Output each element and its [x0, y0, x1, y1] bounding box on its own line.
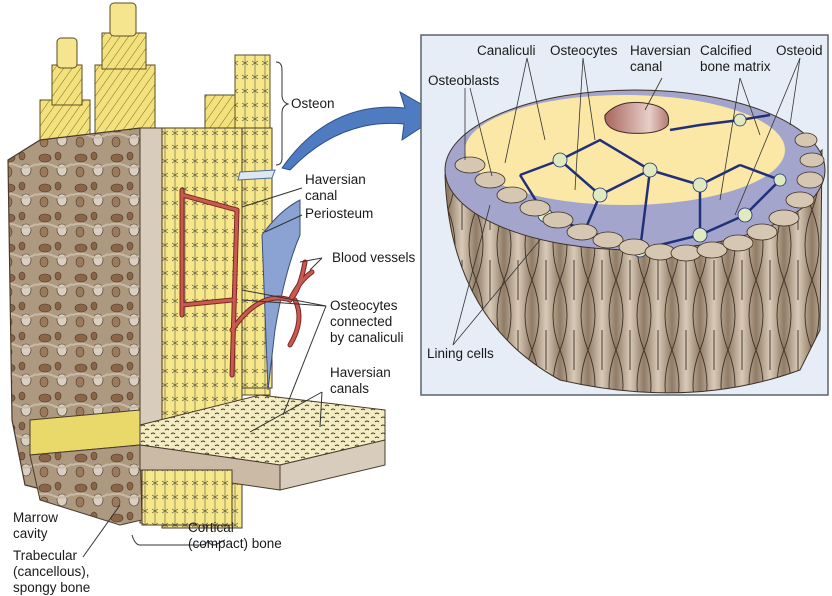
label-osteon: Osteon	[291, 96, 335, 111]
inset-label-lining-cells: Lining cells	[427, 346, 494, 361]
label-haversian-canals: Haversian canals	[330, 365, 391, 396]
inset-label-haversian-canal: Haversian canal	[630, 43, 691, 74]
label-periosteum: Periosteum	[305, 206, 374, 221]
inset-label-calcified-bone-matrix: Calcified bone matrix	[700, 43, 771, 74]
label-haversian-canal: Haversian canal	[305, 172, 366, 203]
inset-label-osteoblasts: Osteoblasts	[428, 73, 500, 88]
inset-label-osteoid: Osteoid	[776, 43, 823, 58]
periosteum	[261, 199, 301, 391]
label-cortical-bone: Cortical (compact) bone	[188, 520, 282, 551]
label-blood-vessels: Blood vessels	[332, 250, 416, 265]
microscopic-inset	[420, 34, 829, 396]
inset-label-osteocytes: Osteocytes	[550, 43, 618, 58]
label-marrow-cavity: Marrow cavity	[13, 510, 59, 541]
haversian-canal-inset	[604, 101, 670, 134]
label-osteocytes-connected: Osteocytes connected by canaliculi	[330, 298, 404, 345]
leader-lines	[82, 61, 327, 558]
lining-cell-rim	[454, 132, 825, 262]
label-trabecular-bone: Trabecular (cancellous), spongy bone	[13, 548, 91, 595]
inset-label-canaliculi: Canaliculi	[477, 43, 536, 58]
